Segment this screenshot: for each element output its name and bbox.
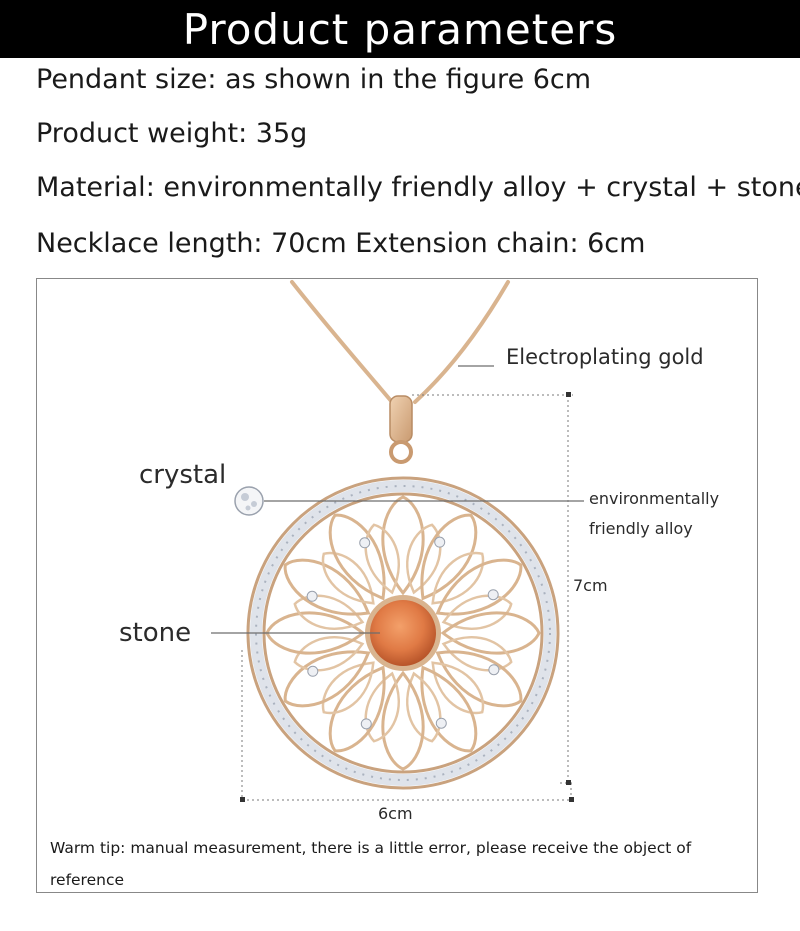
crystal-stud bbox=[360, 718, 372, 730]
petal bbox=[431, 661, 485, 715]
petal bbox=[321, 551, 375, 605]
petal bbox=[293, 636, 365, 672]
crystal-stud bbox=[434, 536, 446, 548]
bail bbox=[389, 395, 413, 464]
petal bbox=[321, 661, 375, 715]
spec-necklace-length: Necklace length: 70cm Extension chain: 6… bbox=[36, 228, 646, 259]
petal bbox=[435, 650, 523, 708]
petal bbox=[328, 513, 386, 601]
warm-tip: Warm tip: manual measurement, there is a… bbox=[50, 839, 692, 889]
petal bbox=[431, 551, 485, 605]
petal bbox=[406, 671, 442, 743]
alloy-flower bbox=[265, 495, 541, 771]
petal bbox=[283, 650, 371, 708]
petal bbox=[420, 665, 478, 753]
crystal-stud bbox=[307, 665, 319, 677]
product-diagram-frame bbox=[36, 278, 758, 893]
callout-stone: stone bbox=[119, 618, 192, 648]
stone-center bbox=[365, 595, 441, 671]
crystal-stud bbox=[487, 589, 499, 601]
crystal-stud bbox=[488, 664, 500, 676]
chain bbox=[290, 280, 510, 404]
petal bbox=[441, 636, 513, 672]
petal bbox=[364, 671, 400, 743]
petal bbox=[420, 513, 478, 601]
header-bar: Product parameters bbox=[0, 0, 800, 58]
petal bbox=[406, 523, 442, 595]
callout-alloy: environmentally friendly alloy bbox=[589, 489, 720, 538]
spec-material: Material: environmentally friendly alloy… bbox=[36, 172, 800, 203]
petal bbox=[441, 594, 513, 630]
petal bbox=[440, 611, 541, 655]
dimension-height-label: 7cm bbox=[573, 576, 608, 595]
spec-pendant-size: Pendant size: as shown in the figure 6cm bbox=[36, 64, 592, 95]
crystal-stud bbox=[359, 537, 371, 549]
dimension-width-label: 6cm bbox=[378, 804, 413, 823]
page-title: Product parameters bbox=[182, 4, 618, 54]
callout-crystal: crystal bbox=[139, 460, 227, 490]
crystal-icon bbox=[234, 486, 264, 516]
crystal-stud bbox=[306, 590, 318, 602]
petal bbox=[435, 558, 523, 616]
crystal-stud bbox=[435, 717, 447, 729]
callout-electroplating-gold: Electroplating gold bbox=[506, 345, 704, 369]
petal bbox=[328, 665, 386, 753]
petal bbox=[283, 558, 371, 616]
petal bbox=[381, 670, 425, 771]
spec-weight: Product weight: 35g bbox=[36, 118, 308, 149]
petal bbox=[293, 594, 365, 630]
petal bbox=[364, 523, 400, 595]
petal bbox=[381, 495, 425, 596]
leader-lines bbox=[211, 365, 584, 634]
dimension-markers bbox=[240, 392, 574, 802]
